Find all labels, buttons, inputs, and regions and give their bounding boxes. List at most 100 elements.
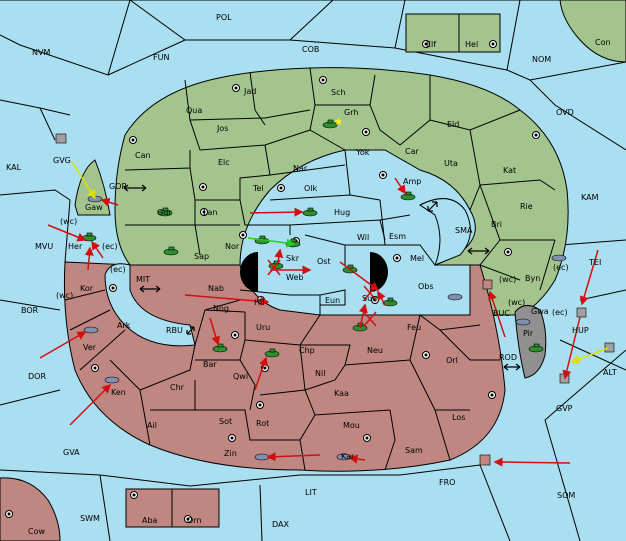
label-wc3: (wc) bbox=[499, 275, 516, 284]
label-som: SOM bbox=[557, 491, 575, 500]
army-icon bbox=[528, 343, 544, 353]
label-aba: Aba bbox=[142, 516, 158, 525]
unit-marker bbox=[482, 279, 493, 290]
label-cob: COB bbox=[302, 45, 319, 54]
province-con[interactable] bbox=[559, 0, 626, 63]
fleet-icon bbox=[83, 326, 99, 334]
label-gwa: Gwa bbox=[531, 307, 549, 316]
label-car: Car bbox=[405, 147, 419, 156]
order-arrows bbox=[39, 177, 599, 467]
label-sma: SMA bbox=[455, 226, 473, 235]
fleet-icon bbox=[104, 376, 120, 384]
label-gvg: GVG bbox=[53, 156, 71, 165]
province-cow[interactable] bbox=[0, 477, 61, 541]
label-mit: MIT bbox=[136, 275, 150, 284]
unit-marker bbox=[559, 373, 570, 384]
region-labels: POL FUN COB NVM NOM OVD KAL KAM MVU BOR … bbox=[6, 13, 617, 536]
army-icon bbox=[157, 207, 173, 217]
label-rot: Rot bbox=[256, 419, 269, 428]
label-elf: Elf bbox=[426, 40, 436, 49]
label-orn: Orn bbox=[187, 516, 202, 525]
label-sap: Sap bbox=[194, 252, 209, 261]
label-nar: Nar bbox=[293, 164, 308, 173]
label-grh: Grh bbox=[344, 108, 358, 117]
unit-marker bbox=[576, 307, 587, 318]
label-elc: Elc bbox=[218, 158, 230, 167]
label-mel: Mel bbox=[410, 254, 424, 263]
label-kam: KAM bbox=[581, 193, 599, 202]
label-wc1: (wc) bbox=[60, 217, 77, 226]
province-elf[interactable] bbox=[405, 13, 460, 53]
sea-inlet-sma bbox=[419, 198, 471, 266]
label-bar: Bar bbox=[203, 360, 217, 369]
label-pol: POL bbox=[216, 13, 232, 22]
label-her: Her bbox=[68, 242, 83, 251]
label-con: Con bbox=[595, 38, 611, 47]
label-sam: Sam bbox=[405, 446, 423, 455]
label-nvm: NVM bbox=[32, 48, 50, 57]
label-esm: Esm bbox=[389, 232, 406, 241]
label-hil: Hil bbox=[254, 298, 264, 307]
label-dax: DAX bbox=[272, 520, 289, 529]
label-olk: Olk bbox=[304, 184, 318, 193]
label-ver: Ver bbox=[83, 343, 97, 352]
label-eld: Eld bbox=[447, 120, 459, 129]
label-ec1: (ec) bbox=[102, 242, 118, 251]
label-obs: Obs bbox=[418, 282, 434, 291]
label-ovd: OVD bbox=[556, 108, 574, 117]
unit-marker bbox=[55, 133, 67, 144]
label-mvu: MVU bbox=[35, 242, 53, 251]
label-ken: Ken bbox=[111, 388, 126, 397]
label-nog: Nog bbox=[213, 304, 229, 313]
label-gur: Gur bbox=[157, 208, 172, 217]
label-fro: FRO bbox=[439, 478, 455, 487]
label-sun: Sun bbox=[362, 294, 377, 303]
label-rie: Rie bbox=[520, 202, 533, 211]
label-ost: Ost bbox=[317, 257, 331, 266]
passage-arrows bbox=[123, 184, 521, 371]
label-ec4: (ec) bbox=[552, 308, 568, 317]
army-icon bbox=[264, 348, 280, 358]
label-alt: ALT bbox=[603, 368, 617, 377]
unit-marker bbox=[479, 454, 491, 466]
star-icon: ★ bbox=[334, 117, 343, 128]
fleet-icon bbox=[447, 293, 463, 301]
label-orl: Orl bbox=[446, 356, 458, 365]
label-ec2: (ec) bbox=[110, 265, 126, 274]
label-hug: Hug bbox=[334, 208, 350, 217]
label-chp: Chp bbox=[299, 346, 315, 355]
label-ark: Ark bbox=[117, 321, 131, 330]
label-rod: ROD bbox=[499, 353, 517, 362]
army-icon bbox=[322, 119, 338, 129]
sea-inlet-mit bbox=[104, 263, 196, 347]
unit-marker bbox=[604, 342, 615, 353]
label-jad: Jad bbox=[243, 87, 256, 96]
label-wil: Wil bbox=[357, 233, 369, 242]
label-gva: GVA bbox=[63, 448, 80, 457]
label-zin: Zin bbox=[224, 449, 237, 458]
label-byn: Byn bbox=[525, 274, 540, 283]
army-icon bbox=[400, 191, 416, 201]
label-kor: Kor bbox=[80, 284, 94, 293]
label-swm: SWM bbox=[80, 514, 100, 523]
label-sot: Sot bbox=[219, 417, 232, 426]
label-yok: Yok bbox=[355, 148, 370, 157]
label-nom: NOM bbox=[532, 55, 551, 64]
label-qua: Qua bbox=[186, 106, 202, 115]
label-dor: DOR bbox=[28, 372, 46, 381]
support-arrows bbox=[71, 161, 609, 364]
label-bri: Bri bbox=[491, 220, 502, 229]
tunnel-left bbox=[240, 252, 258, 292]
label-tel: Tel bbox=[252, 184, 264, 193]
label-web: Web bbox=[286, 273, 303, 282]
label-hel: Hel bbox=[465, 40, 478, 49]
label-sch: Sch bbox=[331, 88, 346, 97]
red-province-borders bbox=[64, 289, 500, 471]
province-orn[interactable] bbox=[171, 488, 220, 528]
label-pir: Pir bbox=[523, 329, 534, 338]
label-eun: Eun bbox=[325, 296, 340, 305]
label-gaw: Gaw bbox=[85, 203, 103, 212]
label-mou: Mou bbox=[343, 421, 360, 430]
